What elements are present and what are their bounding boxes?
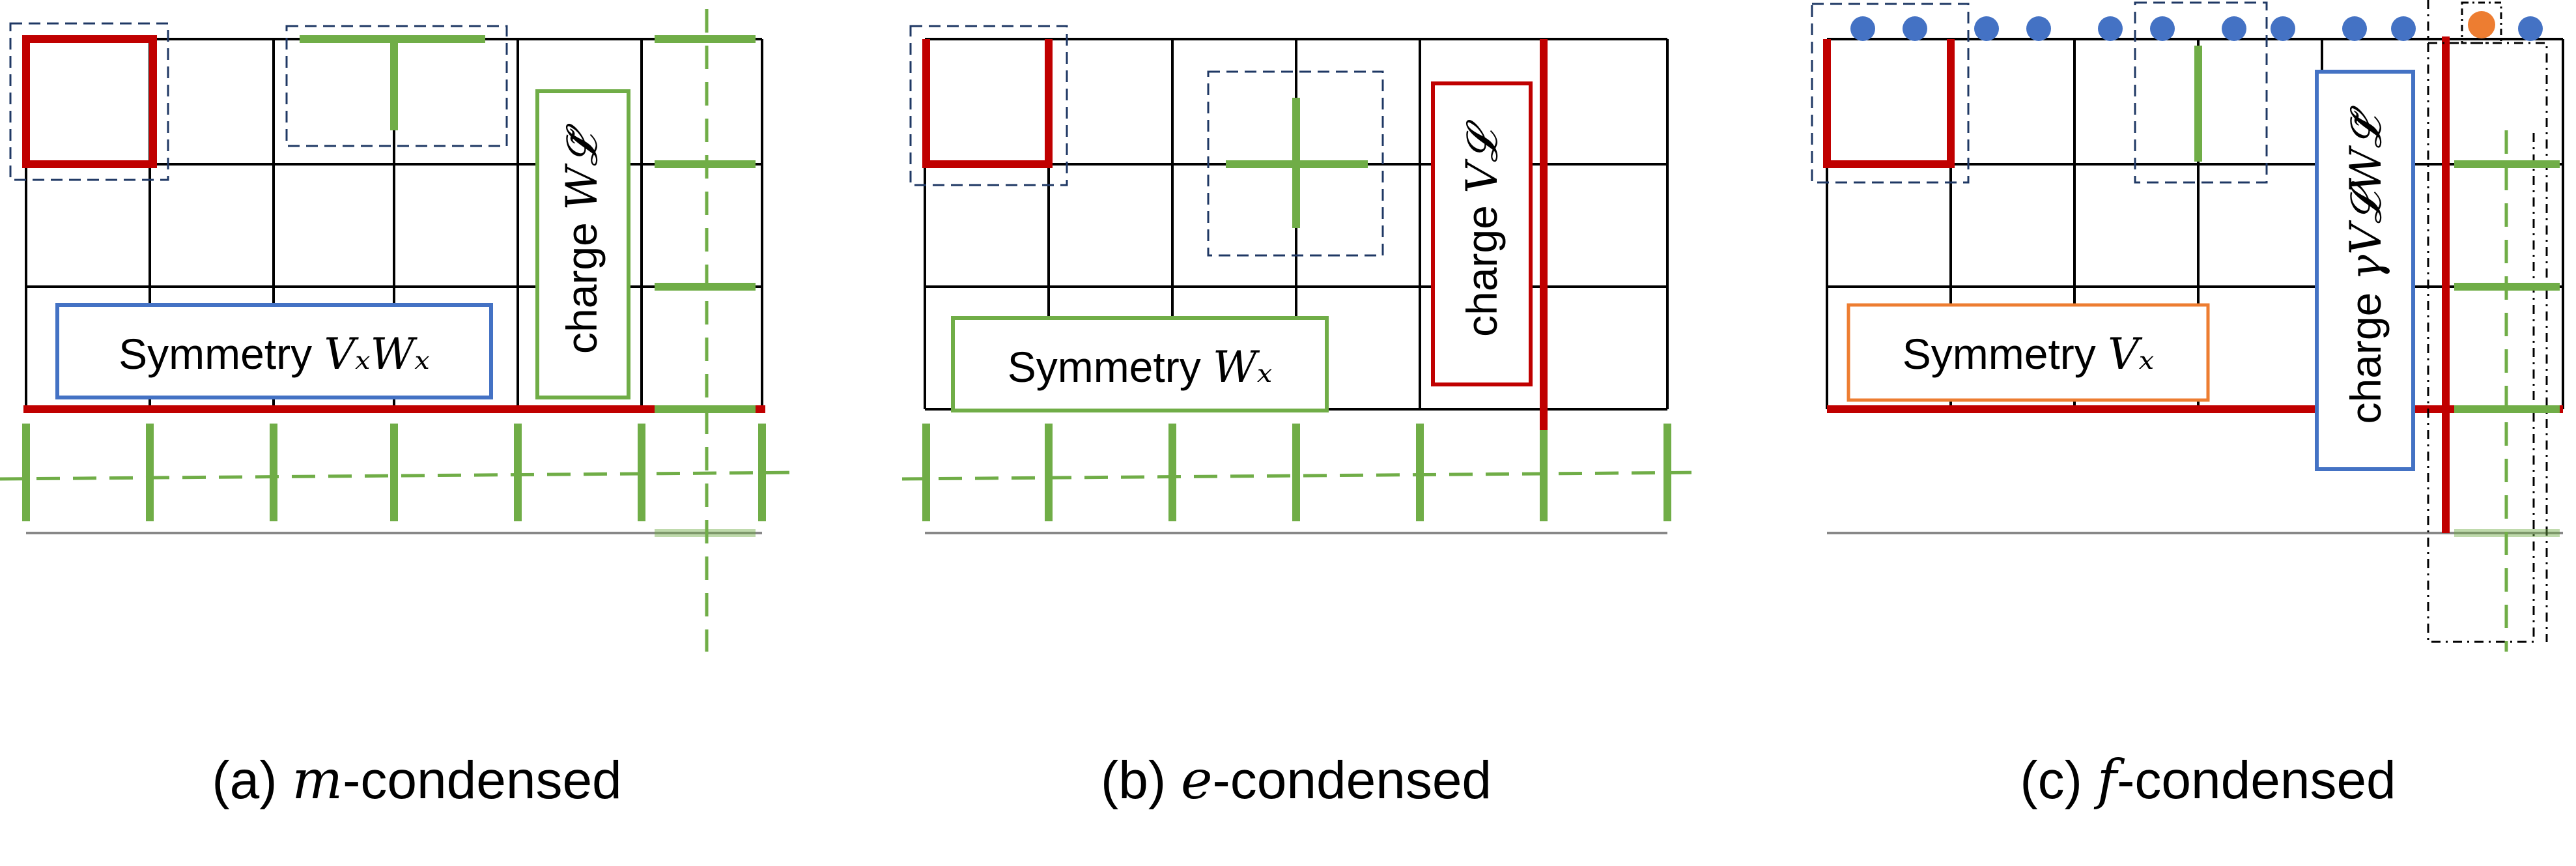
caption-b: (b) e-condensed [1101,749,1492,811]
caption-a: (a) m-condensed [212,749,621,811]
fermion-dot-orange [2468,11,2495,38]
charge-box [535,89,630,399]
horizontal-ticks-green [655,35,756,537]
grid-fade-b [924,532,1669,652]
symmetry-box [951,316,1329,412]
symmetry-label: Symmetry Vₓ [1903,329,2154,379]
u-operator-red [1823,39,1955,168]
fermion-box-dashdot [2461,1,2502,44]
dual-ticks-green [22,424,766,521]
grid-fade-c [1826,532,2564,652]
operator-box-dashed [1207,70,1384,257]
fermion-box-dashdot [2427,0,2535,643]
symmetry-label: Symmetry VₓWₓ [119,329,430,379]
plus-operator-green [1226,98,1368,228]
panel-m-condensed: Symmetry VₓWₓ charge W𝓛̃ (a) m-condensed [0,9,802,811]
t-operator-green [300,35,485,130]
charge-label: charge W𝓛̃ [557,123,607,354]
u-operator-red [922,39,1053,168]
dual-ticks-green [922,424,1671,521]
operator-box-dashed [1811,3,1970,184]
operator-box-dashed [909,25,1068,186]
caption-c: (c) f-condensed [2020,749,2396,811]
dual-line-dashed [901,470,1704,481]
panel-f-condensed: Symmetry Vₓ charge γV𝓛W𝓛̃ (c) f-condense… [1811,0,2564,811]
symmetry-label: Symmetry Wₓ [1008,342,1273,392]
panel-e-condensed: Symmetry Wₓ charge V𝓛 (b) e-condensed [901,25,1704,811]
symmetry-box [1847,303,2210,402]
charge-box [2315,70,2415,471]
charge-label: charge γV𝓛W𝓛̃ [2341,105,2391,424]
operator-box-dashed [285,25,508,147]
operator-box-dashed [2134,1,2268,184]
horizontal-ticks-green [2454,160,2560,537]
plaquette-operator-red [22,35,157,168]
dual-line-dashed [0,470,802,481]
symmetry-box [55,303,493,399]
fermion-box-dashdot [2428,42,2548,642]
charge-label: charge V𝓛 [1457,119,1507,337]
operator-box-dashed [9,22,169,181]
fermion-dots [1850,16,2543,41]
charge-box [1431,81,1533,386]
